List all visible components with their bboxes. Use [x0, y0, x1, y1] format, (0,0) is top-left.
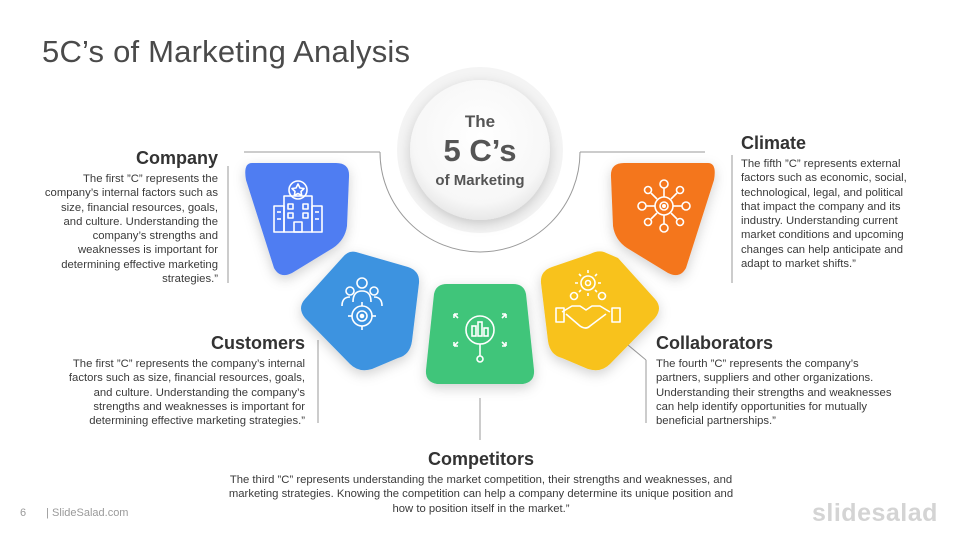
petal-collaborators: [540, 251, 659, 371]
climate-title: Climate: [741, 133, 807, 153]
climate-text: The fifth ”C” represents external factor…: [741, 158, 907, 271]
customers-text: The first ”C” represents the company’s i…: [68, 358, 305, 428]
leader-collaborators-a: [627, 344, 647, 361]
handshake-gear-icon: [555, 270, 621, 329]
magnifier-chart-icon: [453, 313, 507, 363]
collaborators-text: The fourth ”C” represents the company’s …: [656, 358, 892, 428]
hub-arc: [379, 151, 581, 253]
petal-climate: [610, 163, 715, 276]
hub-line-5cs: 5 C’s: [443, 133, 517, 168]
collaborators-block: Collaborators The fourth ”C” represents …: [656, 333, 896, 428]
petal-competitors: [425, 284, 535, 384]
hub-line-of-marketing: of Marketing: [435, 172, 525, 189]
customers-title: Customers: [210, 333, 305, 353]
building-star-icon: [273, 180, 323, 233]
petal-company: [245, 163, 350, 276]
hub-line-the: The: [464, 112, 496, 131]
collaborators-title: Collaborators: [656, 333, 774, 353]
footer-source: | SlideSalad.com: [46, 507, 129, 519]
climate-block: Climate The fifth ”C” represents externa…: [741, 133, 921, 271]
customers-block: Customers The first ”C” represents the c…: [50, 333, 305, 428]
competitors-text: The third ”C” represents understanding t…: [228, 474, 734, 515]
page-number: 6: [20, 507, 27, 519]
network-hub-icon: [637, 179, 691, 233]
competitors-title: Competitors: [427, 449, 534, 469]
competitors-block: Competitors The third ”C” represents und…: [220, 449, 742, 516]
petal-competitors-shape: [425, 284, 535, 384]
petal-company-shape: [245, 163, 350, 276]
people-target-icon: [341, 277, 383, 330]
hub-circle: [410, 80, 550, 220]
petal-collaborators-shape: [540, 251, 659, 371]
petal-climate-shape: [610, 163, 715, 276]
slide-title: 5C’s of Marketing Analysis: [42, 34, 411, 69]
company-text: The first ”C” represents the company’s i…: [44, 173, 218, 286]
brand-logo: slidesalad: [812, 499, 938, 527]
slide-footer: 6 | SlideSalad.com: [20, 507, 128, 519]
company-block: Company The first ”C” represents the com…: [40, 148, 218, 286]
company-title: Company: [135, 148, 218, 168]
